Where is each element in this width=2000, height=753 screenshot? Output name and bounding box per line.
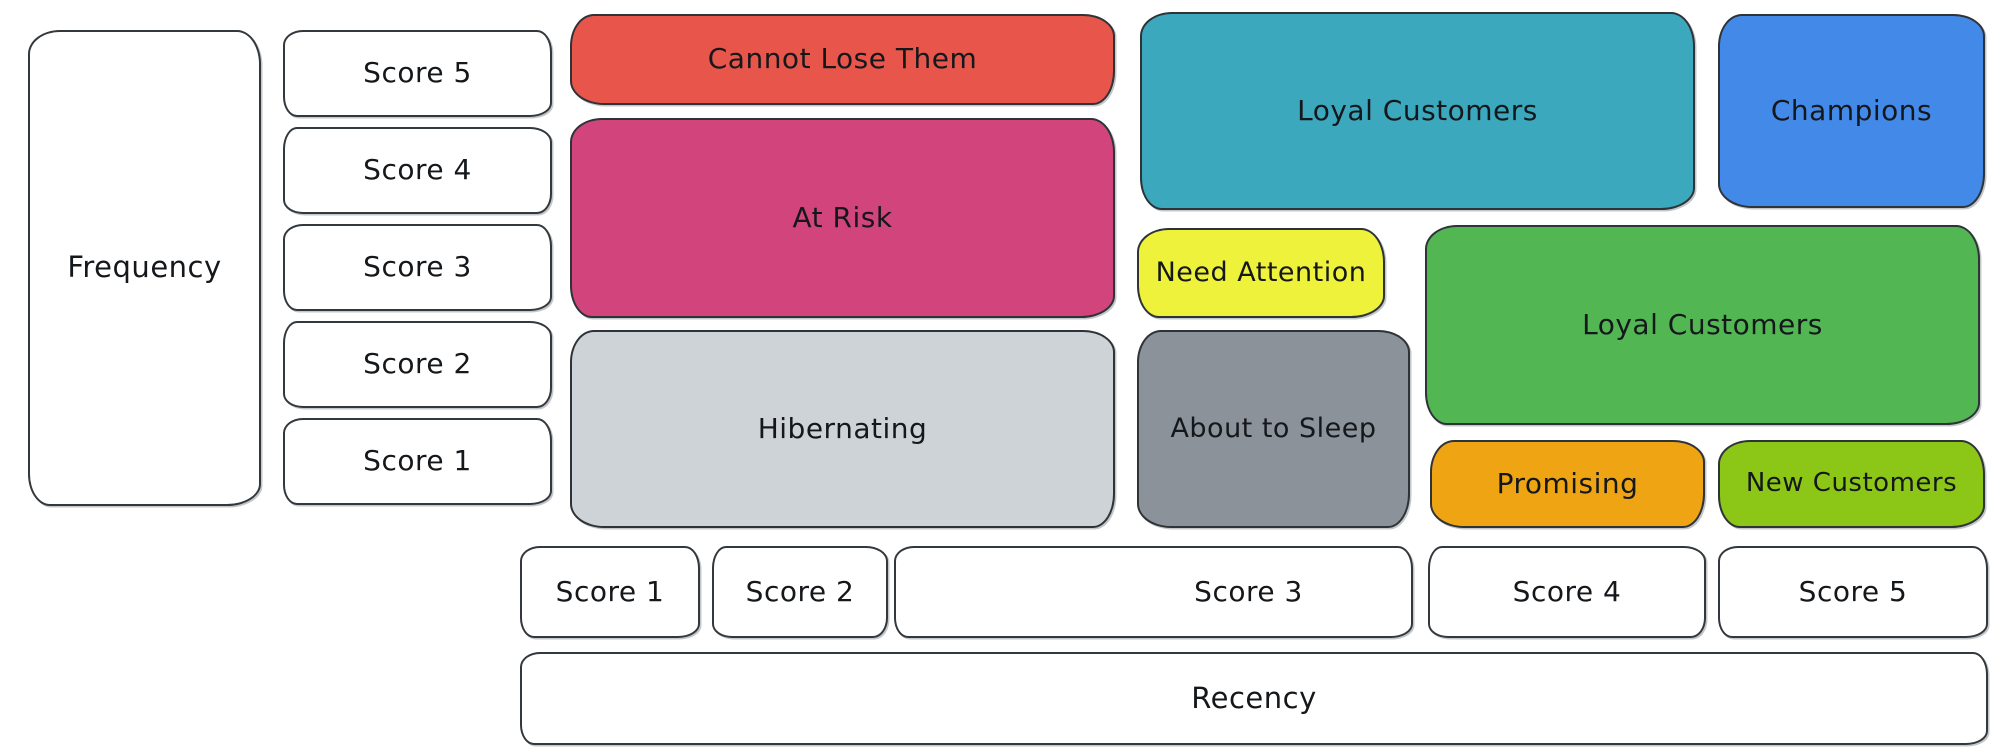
recency-score-4-box: Score 4: [1428, 546, 1706, 638]
segment-at-risk: At Risk: [570, 118, 1115, 318]
recency-score-2-box: Score 2: [712, 546, 888, 638]
frequency-score-5-box: Score 5: [283, 30, 552, 117]
recency-score-3-box: Score 3: [894, 546, 1413, 638]
segment-cannot-lose-them: Cannot Lose Them: [570, 14, 1115, 105]
frequency-score-2-box: Score 2: [283, 321, 552, 408]
segment-hibernating: Hibernating: [570, 330, 1115, 528]
segment-champions: Champions: [1718, 14, 1985, 208]
recency-axis-label: Recency: [520, 652, 1988, 745]
frequency-score-1-box: Score 1: [283, 418, 552, 505]
segment-loyal-customers-mid: Loyal Customers: [1425, 225, 1980, 425]
segment-loyal-customers-top: Loyal Customers: [1140, 12, 1695, 210]
frequency-axis-label: Frequency: [28, 30, 261, 506]
frequency-score-3-box: Score 3: [283, 224, 552, 311]
recency-score-1-box: Score 1: [520, 546, 700, 638]
segment-new-customers: New Customers: [1718, 440, 1985, 528]
recency-score-5-box: Score 5: [1718, 546, 1988, 638]
segment-promising: Promising: [1430, 440, 1705, 528]
segment-about-to-sleep: About to Sleep: [1137, 330, 1410, 528]
frequency-score-4-box: Score 4: [283, 127, 552, 214]
segment-need-attention: Need Attention: [1137, 228, 1385, 318]
